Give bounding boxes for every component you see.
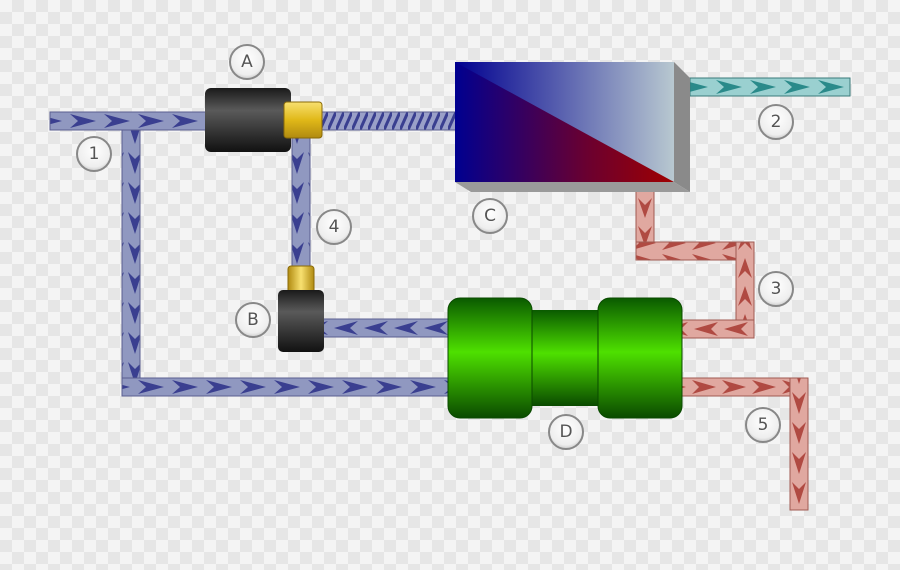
component-c-lower-triangle xyxy=(455,62,674,182)
component-a-fitting xyxy=(283,101,323,139)
label-2-text: 2 xyxy=(771,112,782,132)
label-3: 3 xyxy=(758,271,794,307)
label-3-text: 3 xyxy=(771,279,782,299)
stream-1-bottom-pipe xyxy=(121,377,453,397)
label-c: C xyxy=(472,198,508,234)
label-4-text: 4 xyxy=(329,217,340,237)
stream-5-pipe-out xyxy=(675,377,809,397)
label-4: 4 xyxy=(316,209,352,245)
stream-4-pipe xyxy=(291,137,311,271)
label-b: B xyxy=(235,302,271,338)
component-a xyxy=(205,88,323,152)
stream-1-down-pipe xyxy=(121,129,141,381)
label-b-text: B xyxy=(247,310,259,330)
b-to-d-pipe xyxy=(317,318,453,338)
component-c xyxy=(455,62,690,192)
component-b-body xyxy=(278,290,324,352)
component-a-body xyxy=(205,88,291,152)
component-c-side xyxy=(674,62,690,192)
stream-3-pipe-return xyxy=(675,319,755,339)
label-d: D xyxy=(548,414,584,450)
component-c-bottom xyxy=(455,182,690,192)
component-d xyxy=(447,297,683,419)
label-5-text: 5 xyxy=(758,415,769,435)
label-1-text: 1 xyxy=(89,144,100,164)
stream-2-pipe xyxy=(689,77,851,97)
label-c-text: C xyxy=(484,206,496,226)
label-5: 5 xyxy=(745,407,781,443)
label-1: 1 xyxy=(76,136,112,172)
stream-5-pipe-down xyxy=(789,377,809,511)
label-a: A xyxy=(229,44,265,80)
component-d-right-drum xyxy=(597,297,683,419)
component-b xyxy=(278,265,324,352)
label-2: 2 xyxy=(758,104,794,140)
stream-1-inlet-pipe xyxy=(49,111,211,131)
label-a-text: A xyxy=(241,52,253,72)
shaft-a-to-c xyxy=(317,111,459,131)
stream-3-pipe-drop xyxy=(735,241,755,333)
component-d-left-drum xyxy=(447,297,533,419)
label-d-text: D xyxy=(559,422,572,442)
